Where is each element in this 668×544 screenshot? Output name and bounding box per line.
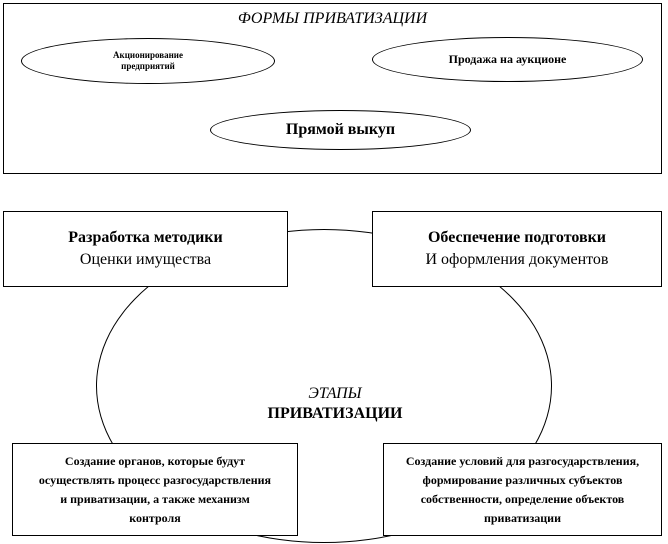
- form-label-corporatization: Акционирование предприятий: [113, 50, 183, 71]
- form-label-direct-buyout: Прямой выкуп: [285, 121, 396, 138]
- form-ellipse-direct-buyout: Прямой выкуп: [210, 110, 471, 150]
- stage-bodies-text: Создание органов, которые будут осуществ…: [38, 453, 272, 525]
- stages-center-line1: ЭТАПЫ: [308, 385, 362, 402]
- stage-documents-title: Обеспечение подготовки: [427, 229, 607, 246]
- stage-documents-subtitle: И оформления документов: [425, 251, 609, 268]
- forms-title: ФОРМЫ ПРИВАТИЗАЦИИ: [237, 10, 428, 27]
- form-ellipse-corporatization: Акционирование предприятий: [21, 38, 275, 84]
- stages-cycle-ellipse: [96, 229, 552, 543]
- form-ellipse-auction: Продажа на аукционе: [372, 37, 643, 82]
- stage-box-documents: Обеспечение подготовки И оформления доку…: [372, 211, 662, 287]
- stage-conditions-text: Создание условий для разгосударствления,…: [405, 453, 640, 525]
- form-label-auction: Продажа на аукционе: [448, 52, 567, 66]
- stage-box-conditions: Создание условий для разгосударствления,…: [383, 443, 662, 536]
- stage-methodology-title: Разработка методики: [68, 229, 223, 246]
- stages-center-label: ЭТАПЫ ПРИВАТИЗАЦИИ: [240, 384, 430, 430]
- stage-box-methodology: Разработка методики Оценки имущества: [3, 211, 288, 287]
- stage-box-bodies: Создание органов, которые будут осуществ…: [12, 443, 298, 536]
- stage-methodology-subtitle: Оценки имущества: [79, 251, 212, 268]
- stages-center-line2: ПРИВАТИЗАЦИИ: [267, 405, 403, 422]
